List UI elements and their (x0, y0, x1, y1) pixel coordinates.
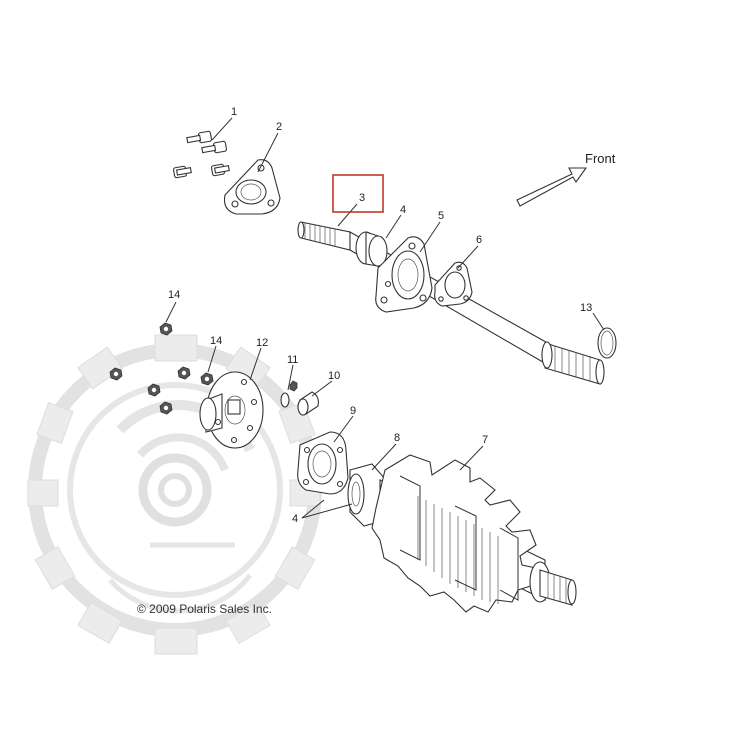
callout-labels: 1 2 3 4 5 6 7 8 9 10 11 12 13 14 14 4 (168, 106, 592, 525)
part-9-flange (297, 431, 349, 495)
callout-2: 2 (276, 121, 282, 133)
part-6-gasket (434, 261, 473, 307)
part-1-bolts (172, 130, 230, 179)
part-14-nuts (109, 322, 214, 415)
part-13-o-ring (597, 327, 617, 359)
callout-9: 9 (350, 405, 356, 417)
callout-14-top: 14 (168, 289, 180, 301)
highlight-box (332, 174, 384, 213)
leader-lines (165, 117, 605, 519)
callout-5: 5 (438, 210, 444, 222)
callout-6: 6 (476, 234, 482, 246)
part-12-hub (199, 371, 264, 449)
callout-10: 10 (328, 370, 340, 382)
callout-4: 4 (400, 204, 406, 216)
callout-3: 3 (359, 192, 365, 204)
part-5-flange-housing (375, 236, 433, 313)
part-2-flange-plate (223, 159, 281, 215)
callout-13: 13 (580, 302, 592, 314)
part-10-plug (297, 391, 319, 416)
part-7-drive-sprockets (371, 454, 577, 613)
front-direction-arrow (516, 167, 588, 207)
copyright-text: © 2009 Polaris Sales Inc. (137, 602, 272, 616)
part-11-washer (280, 380, 298, 408)
callout-7: 7 (482, 434, 488, 446)
callout-1: 1 (231, 106, 237, 118)
part-4-bearing (355, 231, 388, 267)
front-label: Front (585, 151, 616, 166)
callout-14-lower: 14 (210, 335, 222, 347)
callout-4-lower: 4 (292, 513, 298, 525)
callout-12: 12 (256, 337, 268, 349)
callout-8: 8 (394, 432, 400, 444)
callout-11: 11 (287, 354, 298, 366)
